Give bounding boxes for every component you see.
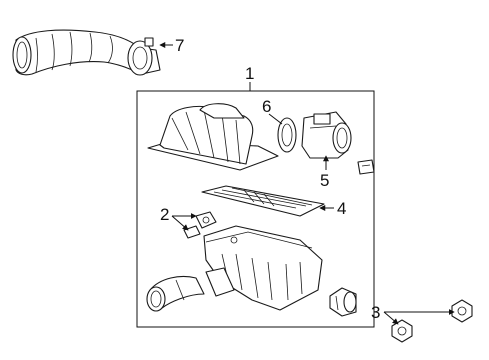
leader-line-6 (268, 113, 283, 125)
callout-2: 2 (160, 205, 169, 224)
hose-fitting-part[interactable] (329, 287, 357, 317)
intake-duct-part[interactable] (12, 29, 161, 76)
callout-3: 3 (371, 303, 380, 322)
callout-1: 1 (245, 64, 254, 83)
assembly-boundary-box (136, 90, 375, 328)
mass-air-flow-sensor-part[interactable] (301, 111, 352, 159)
intake-tube-part[interactable] (146, 275, 205, 312)
leader-line-2b (171, 215, 189, 231)
leader-line-3b (383, 311, 399, 325)
air-filter-element-part[interactable] (201, 185, 325, 217)
callout-6: 6 (262, 97, 271, 116)
screw-part[interactable] (357, 159, 375, 175)
seal-ring-part[interactable] (277, 117, 297, 153)
air-cleaner-cover-part[interactable] (147, 103, 279, 171)
callout-5: 5 (320, 171, 329, 190)
callout-7: 7 (175, 36, 184, 55)
callout-4: 4 (337, 199, 346, 218)
nut-part[interactable] (391, 299, 473, 343)
air-cleaner-housing-part[interactable] (203, 225, 323, 311)
